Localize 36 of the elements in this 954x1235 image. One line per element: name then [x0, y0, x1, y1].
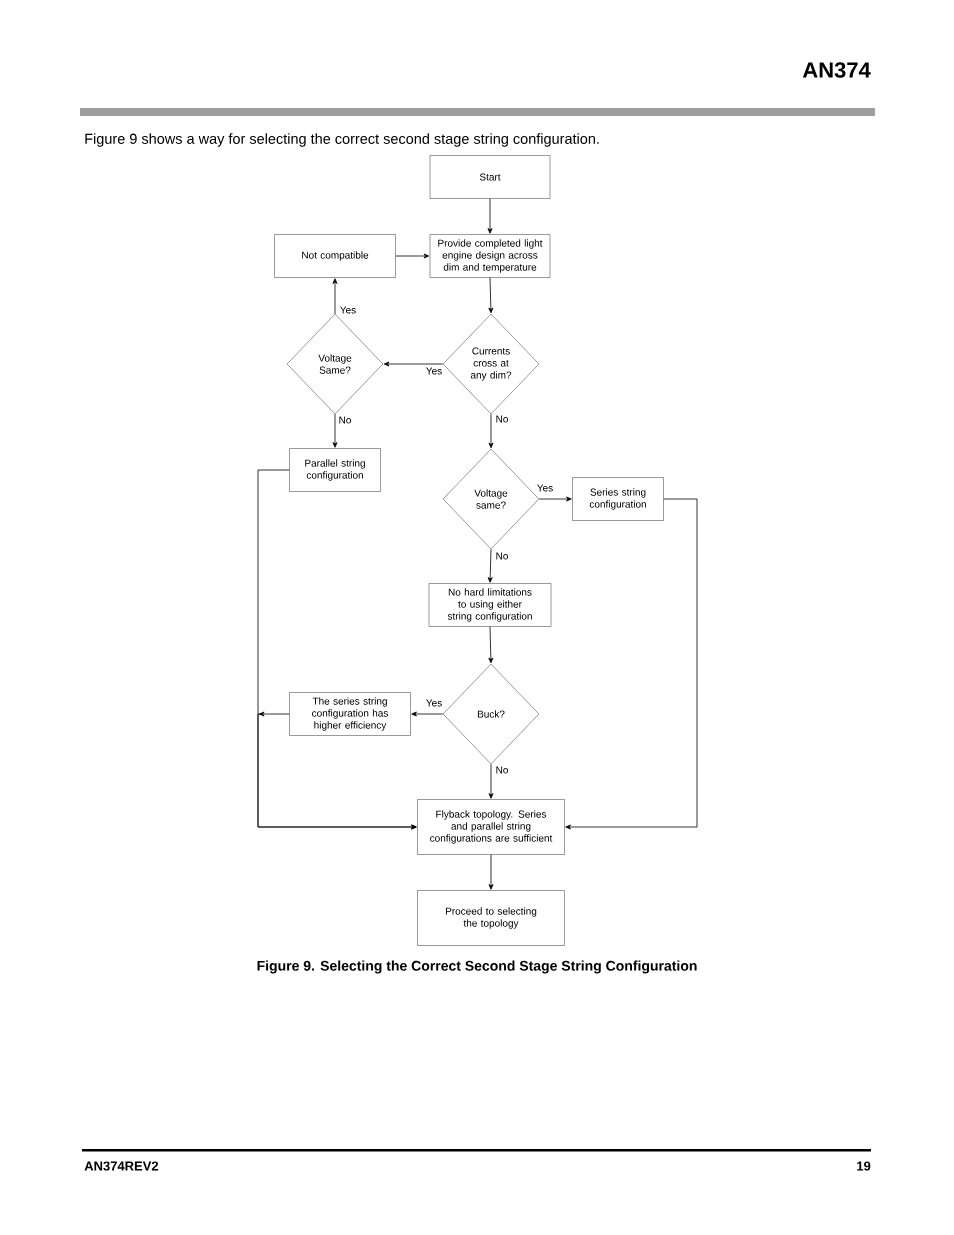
- edge-label: Yes: [340, 306, 356, 314]
- process-box: Series string configuration: [572, 477, 664, 521]
- arrow: [487, 198, 493, 234]
- edge-label: Yes: [426, 367, 442, 375]
- arrow: [488, 854, 494, 890]
- edge-label: No: [339, 416, 351, 424]
- process-box: The series string configuration has higher efficiency: [289, 692, 411, 736]
- arrow: [332, 278, 338, 315]
- page-text: AN374: [802, 62, 871, 78]
- edge-label: Yes: [426, 699, 442, 707]
- arrow: [395, 253, 430, 259]
- arrow: [538, 496, 572, 502]
- arrow: [257, 711, 417, 830]
- process-box: Not compatible: [274, 234, 396, 278]
- process-box: Parallel string configuration: [289, 448, 381, 492]
- page-text: 19: [857, 1161, 871, 1171]
- arrow: [488, 413, 494, 449]
- arrow: [565, 498, 698, 830]
- page-text: AN374REV2: [84, 1161, 159, 1171]
- process-box: Flyback topology. Series and parallel string configurations are sufficient: [417, 799, 565, 855]
- process-box: No hard limitations to using either string configuration: [428, 583, 552, 627]
- process-box: Proceed to selecting the topology: [417, 890, 565, 946]
- edge-label: No: [496, 766, 508, 774]
- arrow: [411, 711, 444, 717]
- process-box: Provide completed light engine design across dim and temperature: [429, 234, 551, 278]
- edge-label: No: [496, 415, 508, 423]
- arrow: [332, 413, 338, 448]
- edge-label: Yes: [537, 484, 553, 492]
- arrow: [487, 548, 493, 583]
- figure-caption: Figure 9. Selecting the Correct Second Stage String Configuration: [257, 960, 697, 974]
- process-box: Start: [429, 155, 551, 199]
- edge-label: No: [496, 552, 508, 560]
- arrow: [488, 626, 494, 664]
- arrow: [488, 763, 494, 799]
- arrow: [383, 361, 444, 367]
- arrow: [488, 277, 494, 314]
